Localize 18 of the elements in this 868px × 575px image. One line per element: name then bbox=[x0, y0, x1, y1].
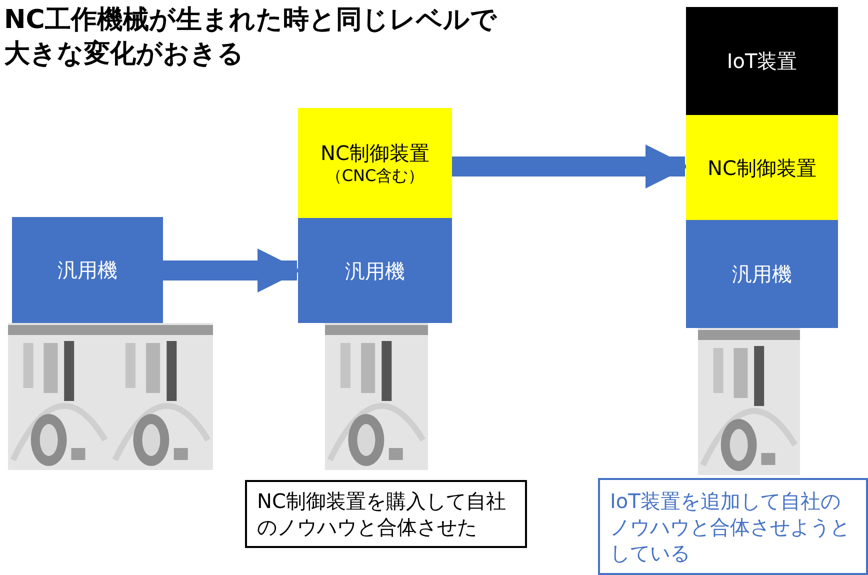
note-text: （CNC含む） bbox=[326, 166, 424, 186]
machine-box bbox=[12, 217, 163, 323]
box-label: 汎用機 bbox=[58, 257, 118, 283]
box-label: NC制御装置 bbox=[320, 140, 430, 166]
box-label: IoT装置 bbox=[726, 48, 798, 74]
machine-box bbox=[298, 218, 452, 323]
box-label: 汎用機 bbox=[345, 258, 405, 284]
box-label: NC制御装置を購入して自社のノウハウと合体させた bbox=[257, 488, 507, 540]
box-label: NC制御装置 bbox=[708, 154, 816, 180]
note-box bbox=[598, 478, 868, 575]
controller-box bbox=[686, 115, 838, 220]
box-label: 汎用機 bbox=[732, 261, 792, 287]
controller-box bbox=[298, 108, 452, 218]
box-label: IoT装置を追加して自社のノウハウと合体させようとしている bbox=[610, 488, 851, 566]
device-box bbox=[686, 7, 838, 115]
machine-box bbox=[686, 220, 838, 328]
note-box bbox=[245, 480, 527, 548]
title: NC工作機械が生まれた時と同じレベルで大きな変化がおきる bbox=[4, 4, 498, 71]
